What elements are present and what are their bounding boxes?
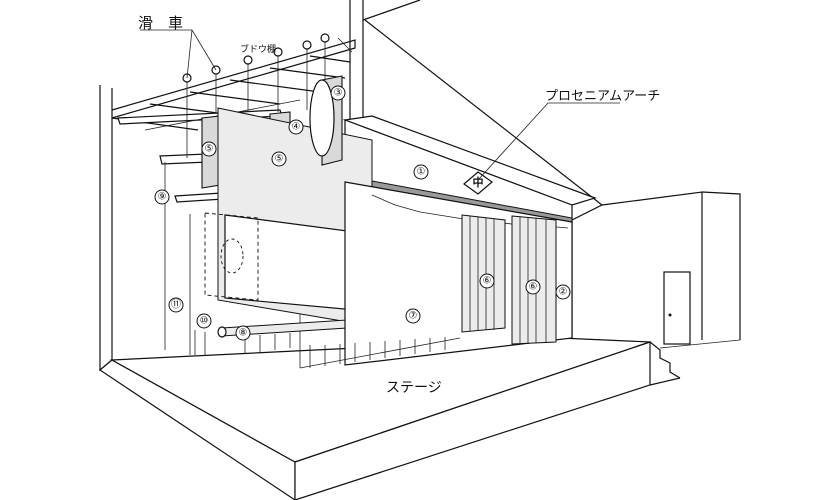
step-base	[649, 377, 681, 386]
svg-text:③: ③	[334, 88, 343, 99]
grid-side-4	[229, 79, 321, 93]
marker-10: ⑩	[196, 313, 212, 329]
svg-text:②: ②	[559, 287, 568, 298]
side-door	[663, 271, 691, 345]
pulley-group	[182, 33, 330, 83]
emblem-diamond	[463, 171, 493, 195]
pulley-6	[320, 33, 330, 43]
fly-tower-top	[362, 0, 421, 21]
roll-end	[217, 326, 227, 338]
svg-text:⑦: ⑦	[409, 311, 418, 322]
light-pod	[309, 79, 335, 157]
emblem-text: 中	[473, 175, 484, 189]
pulley-leader	[140, 29, 217, 71]
floor-line-right	[659, 339, 741, 349]
front-drape-folds	[309, 337, 446, 368]
screen-dashed-frame	[204, 212, 259, 301]
pulley-leader-2	[186, 29, 193, 79]
svg-text:⑨: ⑨	[158, 192, 167, 203]
svg-text:⑤: ⑤	[275, 154, 284, 165]
proscenium-leader	[477, 102, 620, 181]
pulley-3	[243, 55, 253, 65]
grid-side-3	[189, 91, 281, 105]
svg-text:⑥: ⑥	[529, 282, 538, 293]
screen-area	[224, 214, 356, 311]
svg-text:⑥: ⑥	[483, 276, 492, 287]
marker-6b: ⑥	[525, 279, 541, 295]
stage-label: ステージ	[386, 380, 442, 396]
marker-11: ⑪	[168, 297, 184, 313]
door-knob	[668, 313, 672, 317]
marker-8: ⑧	[235, 325, 251, 341]
grid-label: ブドウ棚	[240, 43, 276, 55]
svg-text:⑤: ⑤	[205, 144, 214, 155]
marker-6a: ⑥	[479, 273, 495, 289]
marker-1: ①	[413, 164, 429, 180]
back-wall-right	[701, 191, 741, 340]
pulley-5	[302, 40, 312, 50]
front-drape-bottom	[299, 337, 461, 369]
stage-steps	[649, 341, 681, 379]
left-leg-folds	[194, 330, 291, 356]
grid-brace	[337, 37, 353, 53]
leg-curtain-6a	[461, 214, 506, 333]
left-wall	[99, 85, 113, 372]
marker-4: ④	[288, 119, 304, 135]
pulley-label: 滑 車	[138, 14, 183, 32]
marker-9: ⑨	[154, 189, 170, 205]
marker-3: ③	[330, 85, 346, 101]
grid-front-beam	[111, 39, 356, 119]
svg-text:①: ①	[417, 167, 426, 178]
marker-7: ⑦	[405, 308, 421, 324]
svg-text:⑪: ⑪	[171, 299, 181, 311]
grid-side-5	[269, 67, 346, 79]
marker-2: ②	[555, 284, 571, 300]
roof-slope	[364, 19, 603, 206]
svg-text:⑧: ⑧	[239, 328, 248, 339]
marker-5b: ⑤	[271, 151, 287, 167]
svg-text:⑩: ⑩	[200, 316, 209, 327]
proscenium-label: プロセニアムアーチ	[545, 89, 660, 104]
screen-dashed-oval	[220, 238, 244, 274]
svg-text:④: ④	[292, 122, 301, 133]
marker-5a: ⑤	[201, 141, 217, 157]
grid-side-6	[309, 55, 351, 63]
